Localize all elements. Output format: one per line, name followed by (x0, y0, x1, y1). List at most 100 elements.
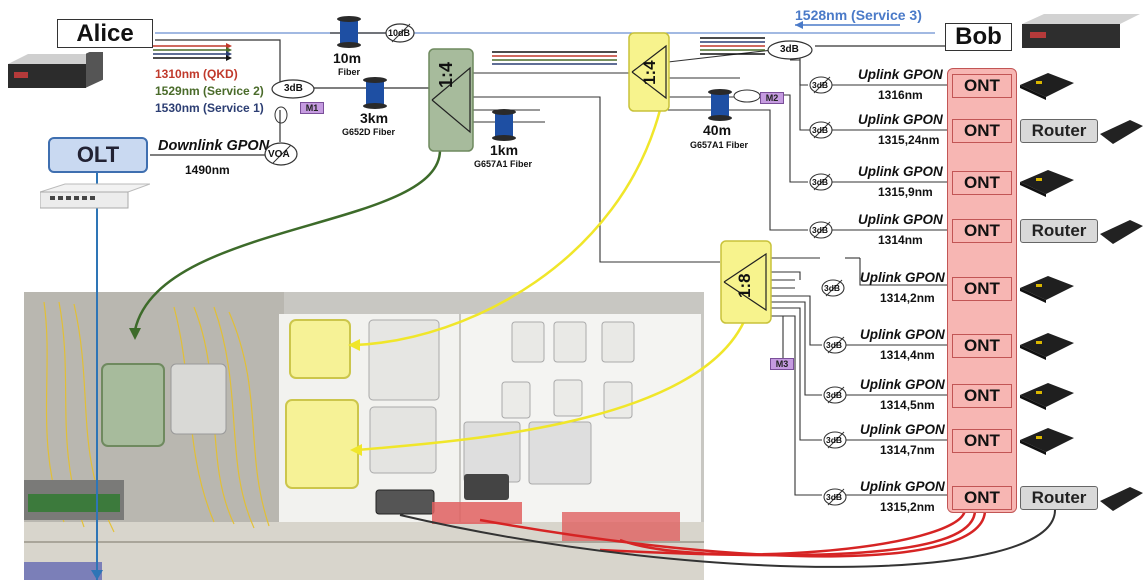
attenuator-label: 3dB (826, 340, 843, 350)
testbed-photo (24, 292, 704, 580)
legend-service1: 1530nm (Service 1) (155, 101, 264, 115)
uplink-label: Uplink GPON (858, 112, 943, 127)
attenuator-10db-label: 10dB (388, 28, 411, 38)
legend-service2: 1529nm (Service 2) (155, 84, 264, 98)
fiber-mid-length: 1km (490, 142, 519, 158)
splitter-1-4-b (628, 32, 670, 112)
ont-box: ONT (952, 334, 1012, 358)
monitor-m3: M3 (770, 358, 794, 370)
uplink-label: Uplink GPON (858, 164, 943, 179)
ont-box: ONT (952, 277, 1012, 301)
fiber-loop-icon (274, 106, 288, 124)
fiber-top-type: Fiber (338, 67, 361, 77)
monitor-m2-coupler (733, 89, 761, 103)
ont-box: ONT (952, 219, 1012, 243)
attenuator-label: 3dB (812, 80, 829, 90)
monitor-m2: M2 (760, 92, 784, 104)
router-box: Router (1020, 219, 1098, 243)
router-box: Router (1020, 119, 1098, 143)
fiber-spool-main-icon (363, 77, 387, 109)
fiber-mid-type: G657A1 Fiber (474, 159, 533, 169)
splitter-1-label: 1:4 (436, 61, 456, 88)
olt-node: OLT (48, 137, 148, 173)
ont-device-icon (1020, 333, 1074, 360)
alice-node: Alice (57, 19, 153, 48)
attenuator-icon (809, 76, 833, 94)
voa-label: VOA (268, 149, 290, 160)
uplink-wavelength: 1315,9nm (878, 185, 933, 199)
fiber-spool-mid-icon (492, 109, 516, 141)
attenuator-icon (823, 336, 847, 354)
coupler-alice-label: 3dB (284, 83, 303, 94)
ont-device-icon (1020, 428, 1074, 455)
attenuator-icon (821, 279, 845, 297)
splitter-1-4-a (428, 48, 474, 152)
splitter-2-label: 1:4 (640, 60, 659, 85)
uplink-label: Uplink GPON (860, 479, 945, 494)
ont-box: ONT (952, 171, 1012, 195)
uplink-label: Uplink GPON (860, 327, 945, 342)
ont-box: ONT (952, 119, 1012, 143)
fiber-main-type: G652D Fiber (342, 127, 396, 137)
attenuator-icon (823, 488, 847, 506)
attenuator-label: 3dB (826, 390, 843, 400)
attenuator-10db-icon (385, 23, 415, 43)
bob-server-icon (1022, 14, 1140, 48)
ont-device-icon (1020, 170, 1074, 197)
uplink-label: Uplink GPON (860, 422, 945, 437)
downlink-label: Downlink GPON (158, 138, 270, 154)
fiber-spool-drop-icon (708, 89, 732, 121)
splitter-1-8 (720, 240, 772, 324)
uplink-label: Uplink GPON (860, 270, 945, 285)
uplink-wavelength: 1314,5nm (880, 398, 935, 412)
attenuator-label: 3dB (812, 225, 829, 235)
downlink-wavelength: 1490nm (185, 163, 230, 177)
coupler-bob-icon (767, 40, 813, 60)
voa-icon (264, 142, 298, 166)
attenuator-icon (809, 173, 833, 191)
fiber-drop-type: G657A1 Fiber (690, 140, 749, 150)
bob-node: Bob (945, 23, 1012, 51)
uplink-wavelength: 1314,4nm (880, 348, 935, 362)
splitter-3-label: 1:8 (735, 273, 754, 298)
router-device-icon (1100, 220, 1143, 244)
ont-device-icon (1020, 276, 1074, 303)
uplink-wavelength: 1316nm (878, 88, 923, 102)
ont-device-icon (1020, 383, 1074, 410)
router-device-icon (1100, 487, 1143, 511)
alice-server-icon (8, 52, 103, 88)
ont-box: ONT (952, 384, 1012, 408)
attenuator-label: 3dB (826, 435, 843, 445)
fiber-spool-top-icon (337, 16, 361, 48)
fiber-drop-length: 40m (703, 122, 732, 138)
router-box: Router (1020, 486, 1098, 510)
service3-label: 1528nm (Service 3) (795, 7, 922, 23)
attenuator-icon (823, 431, 847, 449)
uplink-wavelength: 1315,24nm (878, 133, 940, 147)
attenuator-label: 3dB (812, 177, 829, 187)
uplink-wavelength: 1314,2nm (880, 291, 935, 305)
uplink-wavelength: 1315,2nm (880, 500, 935, 514)
attenuator-icon (823, 386, 847, 404)
fiber-top-length: 10m (333, 50, 362, 66)
attenuator-label: 3dB (826, 492, 843, 502)
attenuator-label: 3dB (824, 283, 841, 293)
legend-qkd: 1310nm (QKD) (155, 67, 238, 81)
ont-box: ONT (952, 486, 1012, 510)
uplink-wavelength: 1314,7nm (880, 443, 935, 457)
olt-switch-icon (40, 183, 150, 209)
uplink-label: Uplink GPON (858, 212, 943, 227)
router-device-icon (1100, 120, 1143, 144)
coupler-bob-label: 3dB (780, 44, 799, 55)
fiber-main-length: 3km (360, 110, 389, 126)
attenuator-label: 3dB (812, 125, 829, 135)
ont-device-icon (1020, 73, 1074, 100)
ont-box: ONT (952, 429, 1012, 453)
coupler-alice-icon (271, 79, 315, 99)
monitor-m1: M1 (300, 102, 324, 114)
attenuator-icon (809, 121, 833, 139)
ont-box: ONT (952, 74, 1012, 98)
attenuator-icon (809, 221, 833, 239)
